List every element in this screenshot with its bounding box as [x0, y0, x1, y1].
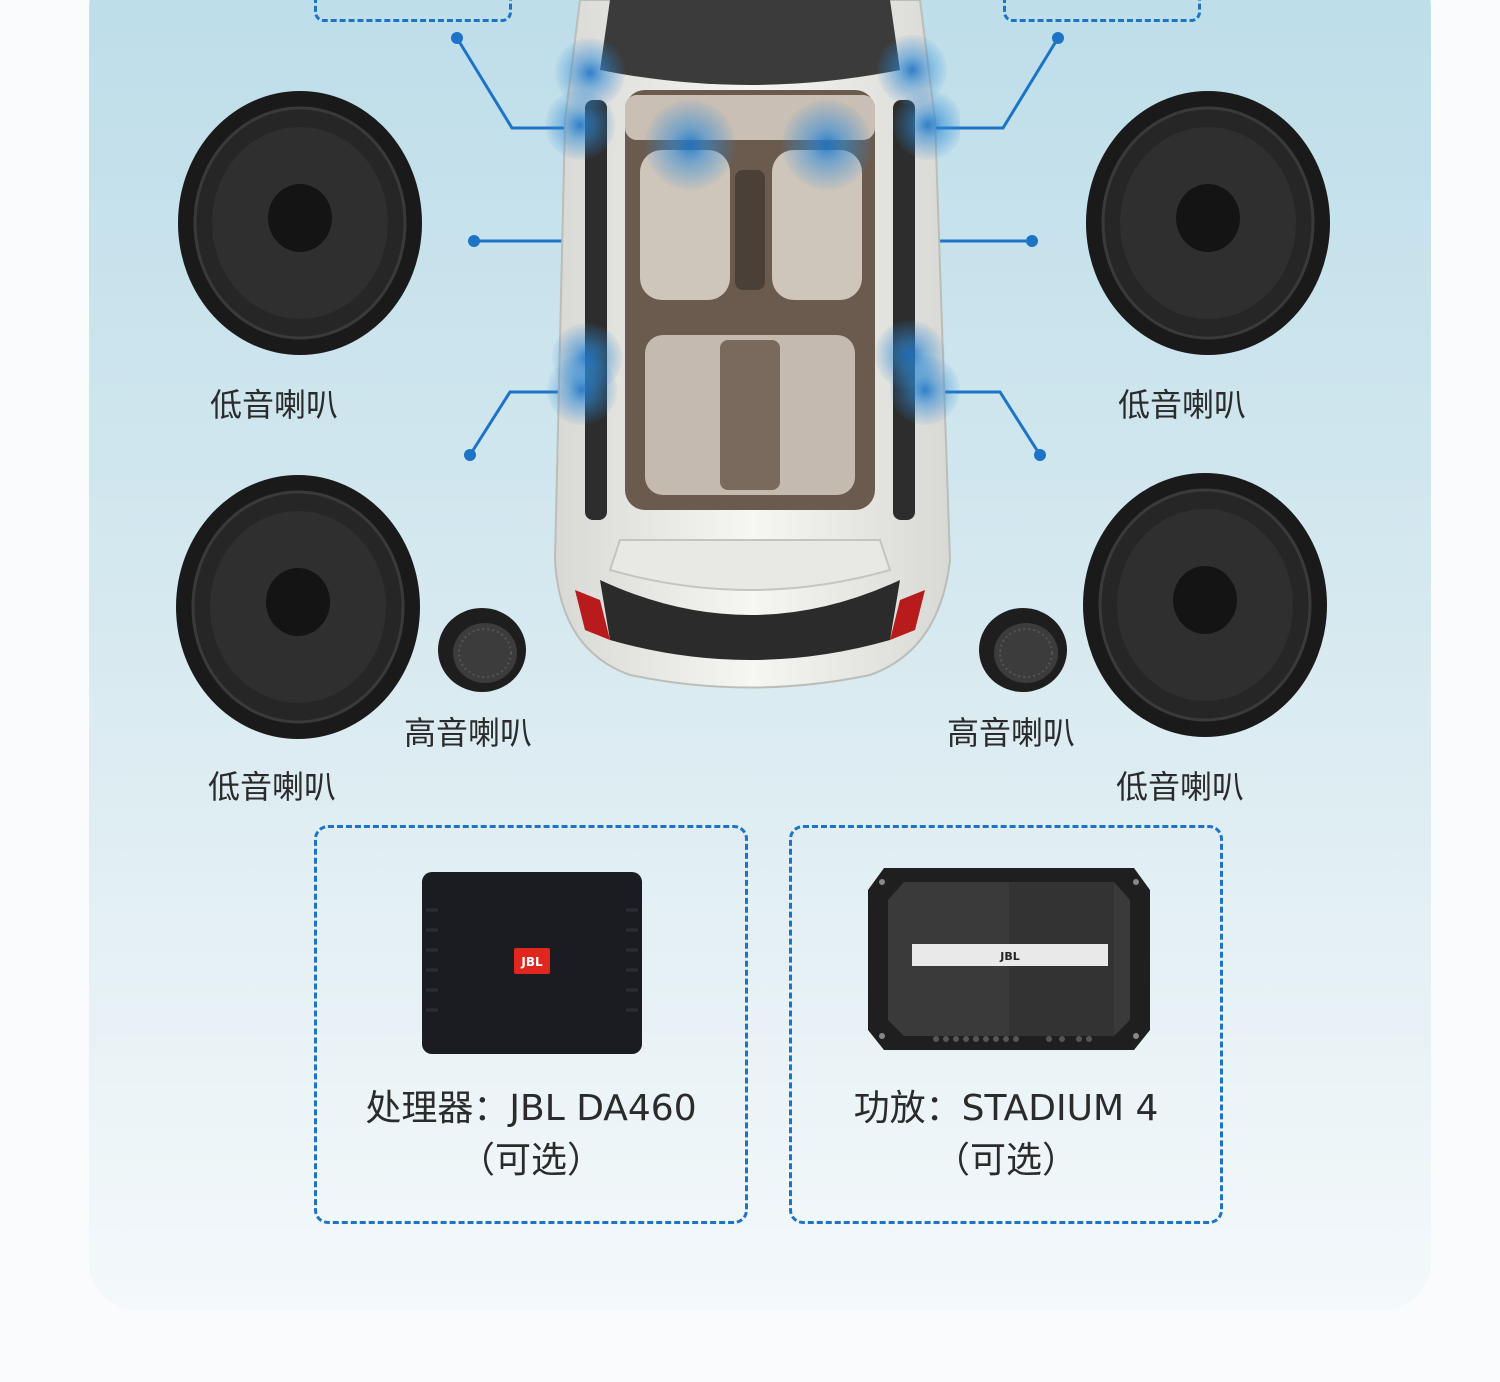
woofer-label-left-top: 低音喇叭	[210, 386, 339, 424]
top-left-box	[314, 0, 512, 22]
jbl-logo: JBL	[999, 950, 1020, 963]
woofer-icon	[1086, 91, 1330, 355]
processor-note: （可选）	[458, 1140, 603, 1181]
processor-device-icon: JBL	[422, 872, 642, 1054]
amplifier-note: （可选）	[933, 1140, 1078, 1181]
woofer-label-right-top: 低音喇叭	[1118, 386, 1247, 424]
speaker-glow-group	[545, 35, 960, 425]
jbl-logo: JBL	[520, 955, 543, 969]
amplifier-box: JBL 功放：STADIUM 4 （可选）	[789, 825, 1223, 1224]
woofer-icon	[178, 91, 422, 355]
woofer-label-right-bottom: 低音喇叭	[1116, 768, 1245, 806]
woofer-icon	[1083, 473, 1327, 737]
car-top-view	[545, 0, 960, 689]
woofer-icon	[176, 475, 420, 739]
amplifier-title: 功放：STADIUM 4	[853, 1088, 1159, 1129]
tweeter-label-left: 高音喇叭	[404, 714, 533, 752]
top-right-box	[1003, 0, 1201, 22]
processor-box: JBL 处理器：JBL DA460 （可选）	[314, 825, 748, 1224]
amplifier-device-icon: JBL	[868, 868, 1150, 1050]
woofer-label-left-bottom: 低音喇叭	[208, 768, 337, 806]
tweeter-label-right: 高音喇叭	[947, 714, 1076, 752]
tweeter-icon	[438, 608, 526, 692]
tweeter-icon	[979, 608, 1067, 692]
processor-title: 处理器：JBL DA460	[365, 1088, 697, 1129]
